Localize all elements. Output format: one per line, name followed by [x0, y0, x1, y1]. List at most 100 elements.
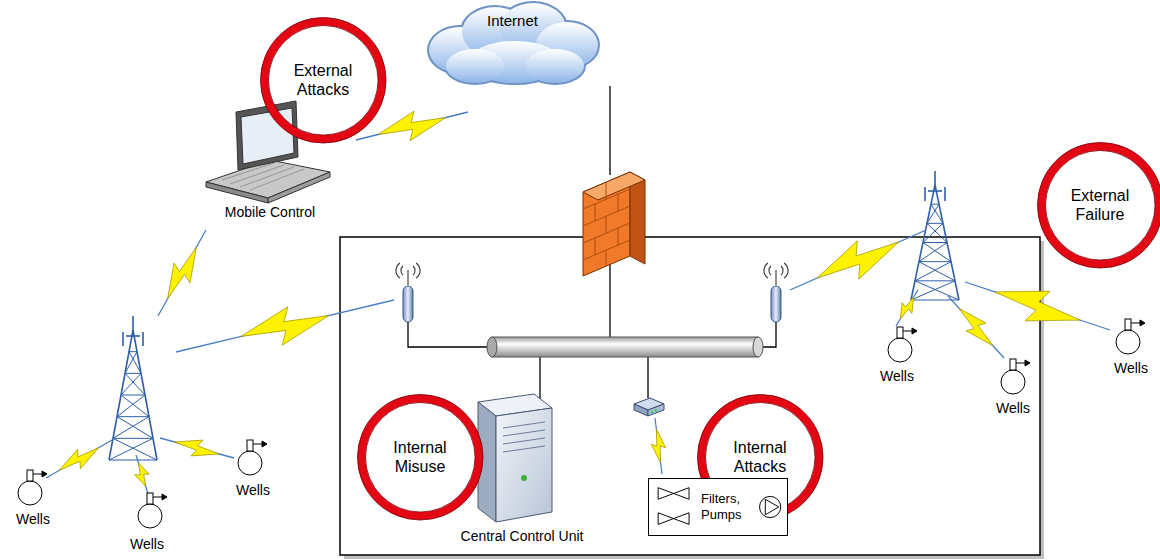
well-symbol — [138, 493, 167, 528]
cloud-fill — [446, 49, 504, 83]
radio-tower — [923, 243, 951, 262]
server-icon — [503, 438, 545, 444]
well-symbol — [1116, 330, 1140, 354]
filter-symbol — [658, 513, 689, 525]
wireless-link — [158, 230, 206, 316]
radio-tower — [142, 332, 144, 346]
well-symbol — [1131, 323, 1140, 324]
firewall-icon — [583, 182, 630, 266]
laptop-icon — [268, 172, 330, 203]
threat-ring-outline — [357, 394, 484, 521]
radio-tower — [915, 262, 951, 281]
laptop-icon — [241, 108, 294, 164]
radio-tower — [915, 281, 959, 300]
well-symbol — [912, 328, 917, 334]
server-icon — [478, 394, 552, 522]
wireless-link — [158, 230, 206, 316]
node-text: Internet — [487, 12, 538, 30]
radio-tower — [132, 316, 134, 330]
server-icon — [503, 446, 545, 452]
wireless-link — [817, 241, 899, 279]
filter-symbol — [658, 488, 689, 500]
well-symbol — [888, 338, 912, 362]
threat-ring-edge — [1045, 150, 1155, 260]
well-symbol — [1116, 319, 1145, 354]
threat-ring: External Failure — [1037, 142, 1160, 269]
radio-tower — [122, 332, 124, 346]
well-symbol — [42, 471, 47, 477]
caption-label: Wells — [1114, 360, 1148, 377]
wireless-link — [948, 296, 1004, 358]
wireless-link — [959, 308, 993, 345]
firewall-icon — [583, 172, 645, 276]
radio-tower — [109, 460, 157, 461]
pump-symbol — [760, 496, 781, 517]
well-symbol — [33, 474, 42, 475]
well-symbol — [1125, 319, 1131, 330]
threat-ring-stroke — [361, 398, 479, 516]
wireless-link — [46, 440, 112, 478]
router-icon — [651, 411, 653, 413]
well-symbol — [253, 444, 262, 445]
threat-ring: Internal Misuse — [357, 394, 484, 521]
well-symbol — [1140, 320, 1145, 326]
threat-ring-edge — [260, 17, 386, 143]
radio-tower — [934, 171, 936, 185]
threat-ring-outline — [1037, 142, 1160, 269]
wireless-link — [896, 290, 918, 326]
radio-tower — [109, 438, 153, 460]
firewall-icon — [583, 240, 630, 260]
wireless-link — [965, 282, 1110, 330]
well-symbol — [897, 327, 903, 338]
wireless-link — [995, 291, 1080, 321]
firewall-icon — [583, 223, 630, 243]
wireless-link — [160, 438, 234, 458]
access-point-antenna — [407, 270, 408, 285]
wireless-link — [651, 418, 666, 474]
pump-symbol — [760, 496, 781, 517]
threat-ring-edge — [1037, 142, 1160, 268]
firewall-icon — [606, 216, 607, 233]
router-icon — [648, 404, 664, 416]
well-symbol — [18, 470, 47, 505]
access-point-antenna — [775, 270, 776, 285]
node-text: Internal Attacks — [719, 438, 801, 476]
laptop-icon — [206, 182, 268, 203]
well-symbol — [147, 493, 153, 504]
radio-tower — [117, 395, 145, 417]
threat-ring-edge — [365, 402, 475, 512]
threat-ring-edge — [268, 25, 378, 135]
equipment-box: Filters, Pumps — [648, 478, 788, 536]
laptop-icon — [236, 101, 298, 170]
radio-tower — [117, 417, 153, 439]
radio-tower — [121, 373, 141, 395]
threat-ring-stroke — [264, 21, 382, 139]
caption-label: Mobile Control — [225, 204, 315, 221]
caption-label: Wells — [16, 511, 50, 528]
radio-tower — [931, 204, 939, 205]
firewall-icon — [595, 204, 596, 221]
well-symbol — [238, 440, 267, 475]
caption-label: Wells — [880, 368, 914, 385]
wire — [609, 262, 610, 338]
wireless-link — [176, 300, 394, 352]
laptop-icon — [222, 163, 304, 190]
radio-tower — [944, 187, 946, 201]
router-icon — [655, 409, 657, 411]
firewall-icon — [583, 189, 630, 209]
access-point-antenna — [403, 286, 413, 322]
radio-tower — [125, 373, 141, 374]
wireless-link — [896, 290, 918, 326]
radio-tower — [125, 352, 137, 374]
network-bus — [753, 337, 763, 357]
well-symbol — [1001, 359, 1030, 394]
wire — [539, 357, 540, 402]
node-text: External Attacks — [282, 61, 364, 99]
node-text: Internal Misuse — [379, 438, 461, 476]
radio-tower — [113, 417, 149, 439]
caption-label: Wells — [996, 400, 1030, 417]
wireless-link — [160, 438, 234, 458]
laptop-icon — [250, 169, 304, 190]
